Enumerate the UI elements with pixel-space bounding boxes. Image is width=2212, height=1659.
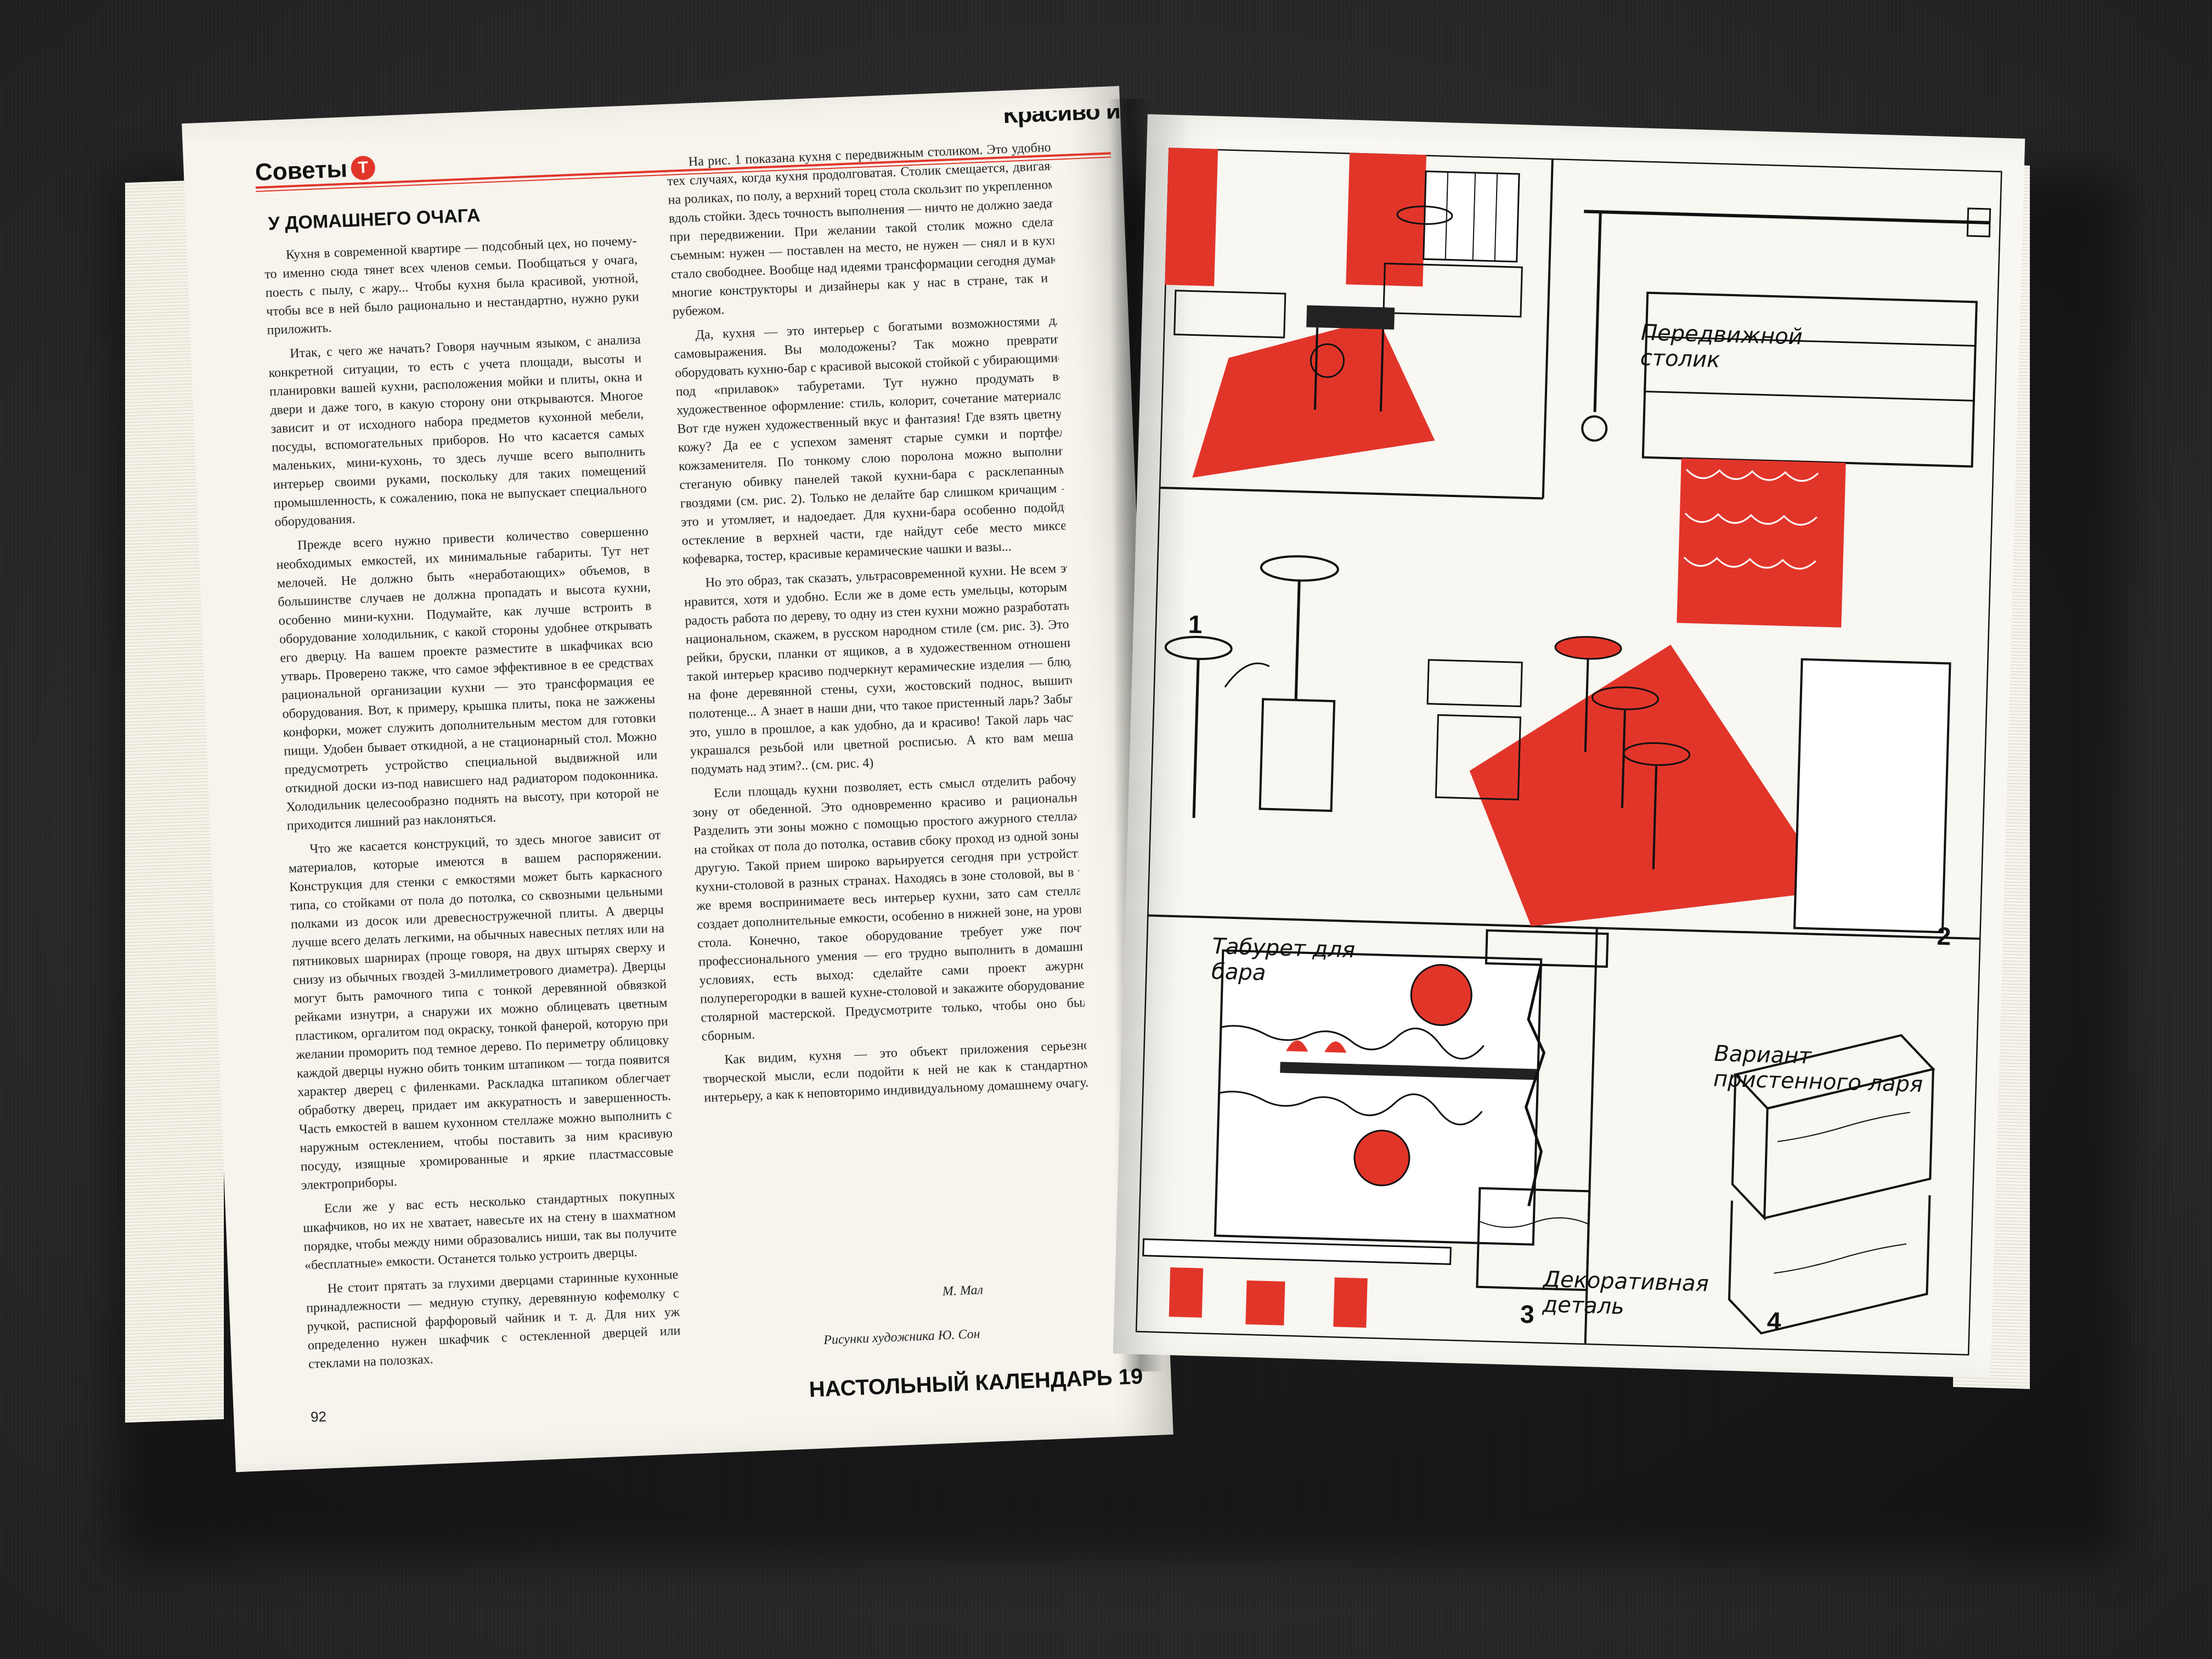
- section-badge: Т: [350, 155, 376, 180]
- footer-title: НАСТОЛЬНЫЙ КАЛЕНДАРЬ 19: [808, 1364, 1144, 1402]
- figure-number-3: 3: [1520, 1299, 1535, 1329]
- figure-number-2: 2: [1936, 921, 1951, 951]
- figure-number-1: 1: [1188, 610, 1203, 639]
- article-title: У ДОМАШНЕГО ОЧАГА: [268, 205, 481, 235]
- paragraph: Итак, с чего же начать? Говоря научным я…: [268, 332, 647, 530]
- illustration-panel: Передвижной столик Табурет для бара Вари…: [1134, 146, 2004, 1357]
- paragraph: Не стоит прятать за глухими дверцами ста…: [306, 1267, 681, 1372]
- figure-1-kitchen: [1165, 148, 1523, 478]
- section-label: Советы: [255, 155, 348, 186]
- figure-number-4: 4: [1767, 1306, 1782, 1336]
- caption-bar-stool: Табурет для бара: [1211, 933, 1356, 986]
- right-page: Передвижной столик Табурет для бара Вари…: [1113, 114, 2025, 1378]
- paragraph: Да, кухня — это интерьер с богатыми возм…: [674, 313, 1077, 567]
- figure-bar-stool: [1164, 555, 1339, 819]
- kitchen-illustrations: [1134, 146, 2004, 1357]
- caption-decorative-detail: Декоративная деталь: [1542, 1267, 1709, 1320]
- paragraph: Но это образ, так сказать, ультрасовреме…: [684, 561, 1085, 777]
- figure-3-folk-wall: [1142, 949, 1543, 1328]
- figure-1-detail: [1581, 207, 1991, 442]
- paragraph: Как видим, кухня — это объект приложения…: [703, 1037, 1096, 1105]
- paragraph: Если же у вас есть несколько стандартных…: [302, 1187, 677, 1273]
- paragraph: Кухня в современной квартире — подсобный…: [264, 234, 640, 338]
- text-column-right: На рис. 1 показана кухня с передвижным с…: [666, 138, 1096, 1113]
- page-number: 92: [310, 1408, 327, 1425]
- author-byline: М. Мал: [942, 1283, 984, 1299]
- caption-wall-chest: Вариант пристенного ларя: [1713, 1041, 1923, 1098]
- figure-4-wall-chest: [1728, 1034, 1936, 1335]
- paragraph: На рис. 1 показана кухня с передвижным с…: [667, 140, 1067, 319]
- paragraph: Прежде всего нужно привести количество с…: [276, 524, 659, 833]
- left-page: Советы Т Красиво и У ДОМАШНЕГО ОЧАГА Кух…: [182, 86, 1173, 1472]
- figure-decorative-detail: [1476, 929, 1609, 1291]
- illustration-credit: Рисунки художника Ю. Сон: [823, 1327, 980, 1348]
- running-title: Красиво и: [1002, 108, 1121, 129]
- paragraph: Что же касается конструкций, то здесь мн…: [288, 828, 674, 1193]
- figure-2-bar-kitchen: [1426, 291, 1978, 934]
- caption-mobile-table: Передвижной столик: [1640, 320, 1803, 373]
- text-column-left: Кухня в современной квартире — подсобный…: [263, 232, 681, 1379]
- paragraph: Если площадь кухни позволяет, есть смысл…: [692, 771, 1096, 1044]
